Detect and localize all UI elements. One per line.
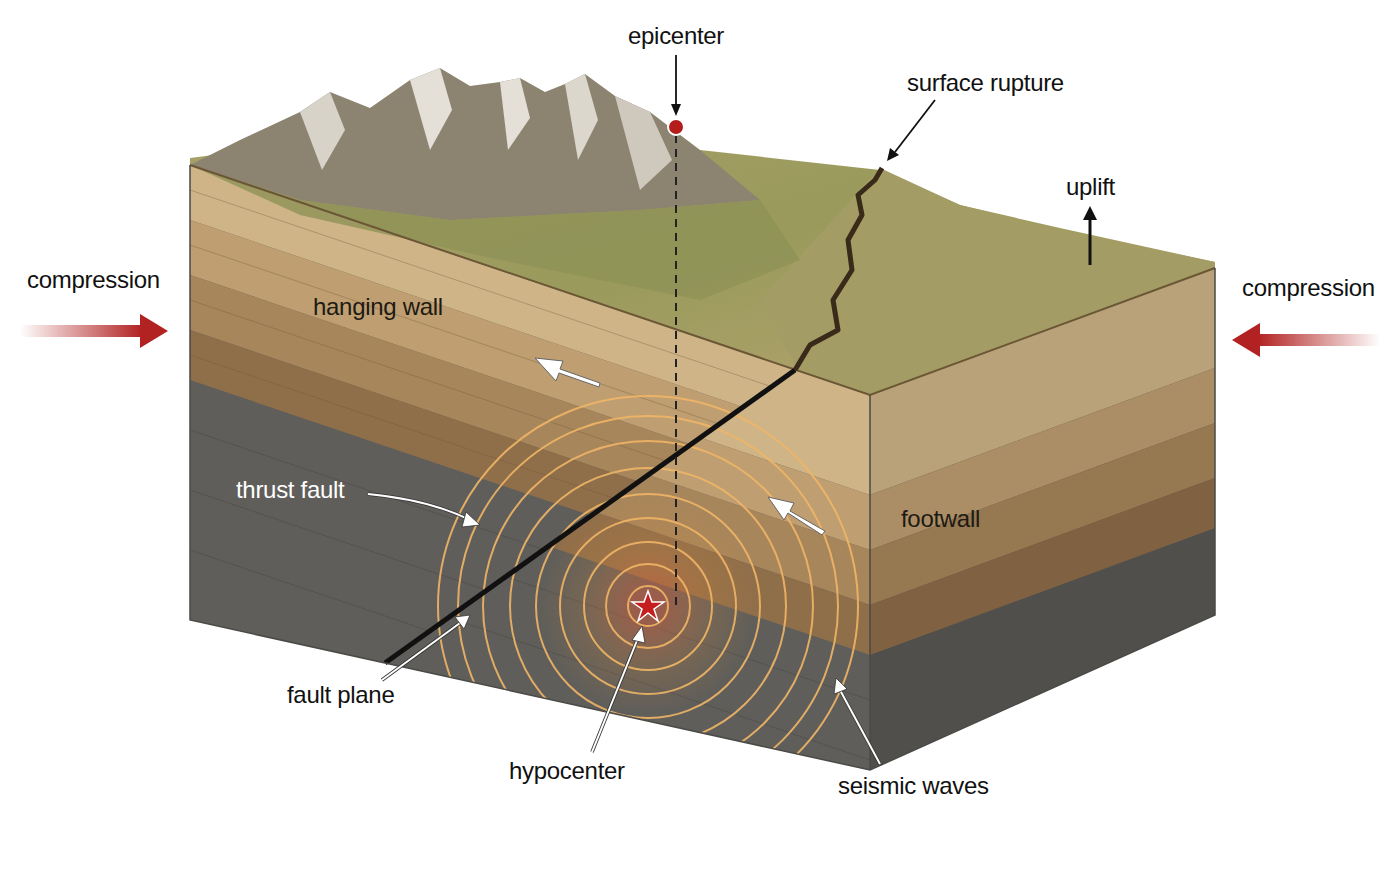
snow	[300, 92, 345, 170]
fault-plane-line	[385, 370, 795, 663]
uplift-arrowhead	[1083, 206, 1097, 220]
snow	[410, 68, 452, 150]
compression-arrowhead	[1232, 323, 1260, 357]
bedding-lines	[190, 470, 870, 760]
callout-label: epicenter	[628, 23, 724, 49]
motion-arrow	[768, 497, 825, 535]
epicenter-dashed-line	[675, 135, 677, 606]
force-label: compression	[1242, 275, 1375, 301]
bedrock	[180, 150, 900, 850]
callout-label: surface rupture	[907, 70, 1064, 96]
footwall-front-strata	[190, 165, 890, 800]
terrain	[190, 68, 1215, 395]
callout-label: hypocenter	[509, 758, 625, 784]
hill	[760, 168, 1215, 395]
snow	[615, 96, 672, 190]
epicenter-dot	[668, 119, 684, 135]
region-label: footwall	[901, 506, 980, 532]
callout-label: thrust fault	[236, 477, 344, 503]
block-outline	[190, 165, 1215, 770]
callout-label: seismic waves	[838, 773, 989, 799]
hypocenter-star	[632, 591, 664, 621]
foothills	[190, 165, 800, 300]
stratum	[190, 375, 870, 655]
surface-rupture-crack	[795, 168, 882, 370]
force-label: compression	[27, 267, 160, 293]
compression-arrowhead	[140, 314, 168, 348]
hanging-wall-strata	[180, 150, 900, 850]
snow	[565, 74, 598, 160]
snow	[500, 78, 530, 150]
force-label: uplift	[1066, 174, 1115, 200]
compression-arrow	[20, 325, 142, 337]
uplift-arrow	[1089, 218, 1092, 265]
region-label: hanging wall	[313, 294, 443, 320]
callout-label: fault plane	[287, 682, 394, 708]
motion-arrow	[535, 358, 600, 387]
compression-arrow	[1258, 334, 1380, 346]
leader-lines	[368, 55, 935, 764]
block-edge	[190, 165, 1215, 395]
